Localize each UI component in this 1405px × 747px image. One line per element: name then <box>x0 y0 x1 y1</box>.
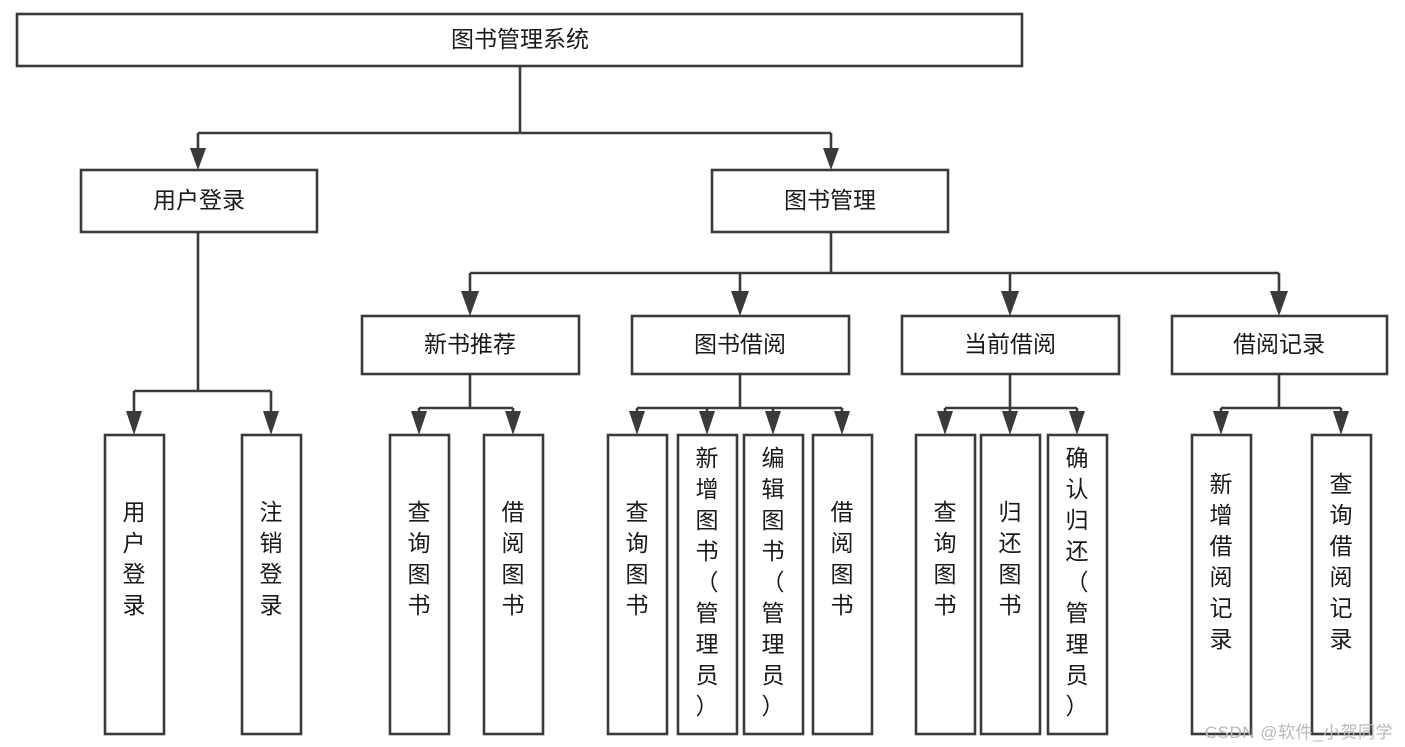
node-leaf-query-book-3-label: 查询图书 <box>934 499 957 618</box>
node-user-login-label: 用户登录 <box>153 187 245 213</box>
node-leaf-return-book-box[interactable] <box>979 433 1042 736</box>
node-leaf-user-login[interactable]: 用户登录 <box>103 433 166 736</box>
arrowhead-leaf-borrow-book-2 <box>834 411 850 435</box>
node-leaf-confirm-return-admin-label: 确认归还（管理员） <box>1066 445 1089 719</box>
node-leaf-borrow-book-1[interactable]: 借阅图书 <box>482 433 545 736</box>
node-leaf-user-login-box[interactable] <box>103 433 166 736</box>
node-leaf-add-book-admin-label: 新增图书（管理员） <box>696 445 719 719</box>
node-current-borrow[interactable]: 当前借阅 <box>900 314 1121 376</box>
node-current-borrow-label: 当前借阅 <box>964 331 1056 357</box>
arrowhead-new-book-recommend <box>461 291 479 316</box>
node-leaf-borrow-book-1-box[interactable] <box>482 433 545 736</box>
arrowhead-leaf-add-borrow-record <box>1213 411 1229 435</box>
node-book-manage[interactable]: 图书管理 <box>710 168 950 234</box>
node-leaf-confirm-return-admin[interactable]: 确认归还（管理员） <box>1046 433 1109 736</box>
arrowhead-leaf-borrow-book-1 <box>505 411 521 435</box>
node-leaf-borrow-book-1-label: 借阅图书 <box>502 499 525 618</box>
node-root-box[interactable] <box>15 12 1024 68</box>
arrowhead-leaf-logout-login <box>263 411 279 435</box>
arrowhead-leaf-edit-book-admin <box>765 411 781 435</box>
node-book-manage-box[interactable] <box>710 168 950 234</box>
node-leaf-borrow-book-2[interactable]: 借阅图书 <box>811 433 874 736</box>
node-current-borrow-box[interactable] <box>900 314 1121 376</box>
node-leaf-add-borrow-record-label: 新增借阅记录 <box>1210 471 1233 652</box>
node-leaf-return-book-label: 归还图书 <box>999 499 1022 618</box>
node-leaf-return-book[interactable]: 归还图书 <box>979 433 1042 736</box>
node-leaf-query-book-1[interactable]: 查询图书 <box>388 433 451 736</box>
node-leaf-query-borrow-record-box[interactable] <box>1310 433 1373 736</box>
arrowhead-book-borrow <box>731 291 749 316</box>
node-borrow-record[interactable]: 借阅记录 <box>1170 314 1389 376</box>
node-root[interactable]: 图书管理系统 <box>15 12 1024 68</box>
node-new-book-recommend-label: 新书推荐 <box>424 331 516 357</box>
node-leaf-query-borrow-record[interactable]: 查询借阅记录 <box>1310 433 1373 736</box>
node-leaf-query-book-3-box[interactable] <box>914 433 977 736</box>
node-leaf-user-login-label: 用户登录 <box>123 499 146 618</box>
arrowhead-leaf-confirm-return-admin <box>1069 411 1085 435</box>
node-leaf-add-borrow-record[interactable]: 新增借阅记录 <box>1190 433 1253 736</box>
arrowhead-leaf-user-login <box>126 411 142 435</box>
node-leaf-edit-book-admin-label: 编辑图书（管理员） <box>762 445 785 719</box>
node-book-borrow-label: 图书借阅 <box>694 331 786 357</box>
arrowhead-user-login <box>190 148 206 170</box>
node-leaf-query-borrow-record-label: 查询借阅记录 <box>1330 471 1353 652</box>
node-leaf-logout-login-box[interactable] <box>240 433 303 736</box>
node-user-login[interactable]: 用户登录 <box>79 168 319 234</box>
arrowhead-book-manage <box>823 148 839 170</box>
node-borrow-record-box[interactable] <box>1170 314 1389 376</box>
arrowhead-borrow-record <box>1270 291 1288 316</box>
node-leaf-add-book-admin[interactable]: 新增图书（管理员） <box>676 433 739 736</box>
node-leaf-query-book-3[interactable]: 查询图书 <box>914 433 977 736</box>
node-user-login-box[interactable] <box>79 168 319 234</box>
node-leaf-query-book-2-label: 查询图书 <box>626 499 649 618</box>
arrowhead-current-borrow <box>1001 291 1019 316</box>
arrowhead-leaf-query-book-1 <box>411 411 427 435</box>
node-book-borrow[interactable]: 图书借阅 <box>630 314 851 376</box>
node-leaf-confirm-return-admin-box[interactable] <box>1046 433 1109 736</box>
node-leaf-add-borrow-record-box[interactable] <box>1190 433 1253 736</box>
node-leaf-logout-login-label: 注销登录 <box>260 499 283 618</box>
node-leaf-borrow-book-2-box[interactable] <box>811 433 874 736</box>
arrowhead-leaf-query-book-2 <box>629 411 645 435</box>
node-leaf-query-book-2[interactable]: 查询图书 <box>606 433 669 736</box>
node-leaf-query-book-2-box[interactable] <box>606 433 669 736</box>
node-borrow-record-label: 借阅记录 <box>1233 331 1325 357</box>
node-book-manage-label: 图书管理 <box>784 187 876 213</box>
arrowhead-leaf-add-book-admin <box>699 411 715 435</box>
node-leaf-query-book-1-label: 查询图书 <box>408 499 431 618</box>
arrowhead-leaf-return-book <box>1002 411 1018 435</box>
node-book-borrow-box[interactable] <box>630 314 851 376</box>
node-leaf-add-book-admin-box[interactable] <box>676 433 739 736</box>
node-new-book-recommend[interactable]: 新书推荐 <box>360 314 581 376</box>
node-leaf-query-book-1-box[interactable] <box>388 433 451 736</box>
csdn-watermark: CSDN @软件_小贺同学 <box>1204 723 1393 742</box>
node-leaf-borrow-book-2-label: 借阅图书 <box>831 499 854 618</box>
node-leaf-logout-login[interactable]: 注销登录 <box>240 433 303 736</box>
node-leaf-edit-book-admin-box[interactable] <box>742 433 805 736</box>
arrowhead-leaf-query-borrow-record <box>1333 411 1349 435</box>
node-new-book-recommend-box[interactable] <box>360 314 581 376</box>
arrowhead-leaf-query-book-3 <box>937 411 953 435</box>
connector-layer <box>126 66 1349 435</box>
node-root-label: 图书管理系统 <box>451 26 589 52</box>
node-leaf-edit-book-admin[interactable]: 编辑图书（管理员） <box>742 433 805 736</box>
